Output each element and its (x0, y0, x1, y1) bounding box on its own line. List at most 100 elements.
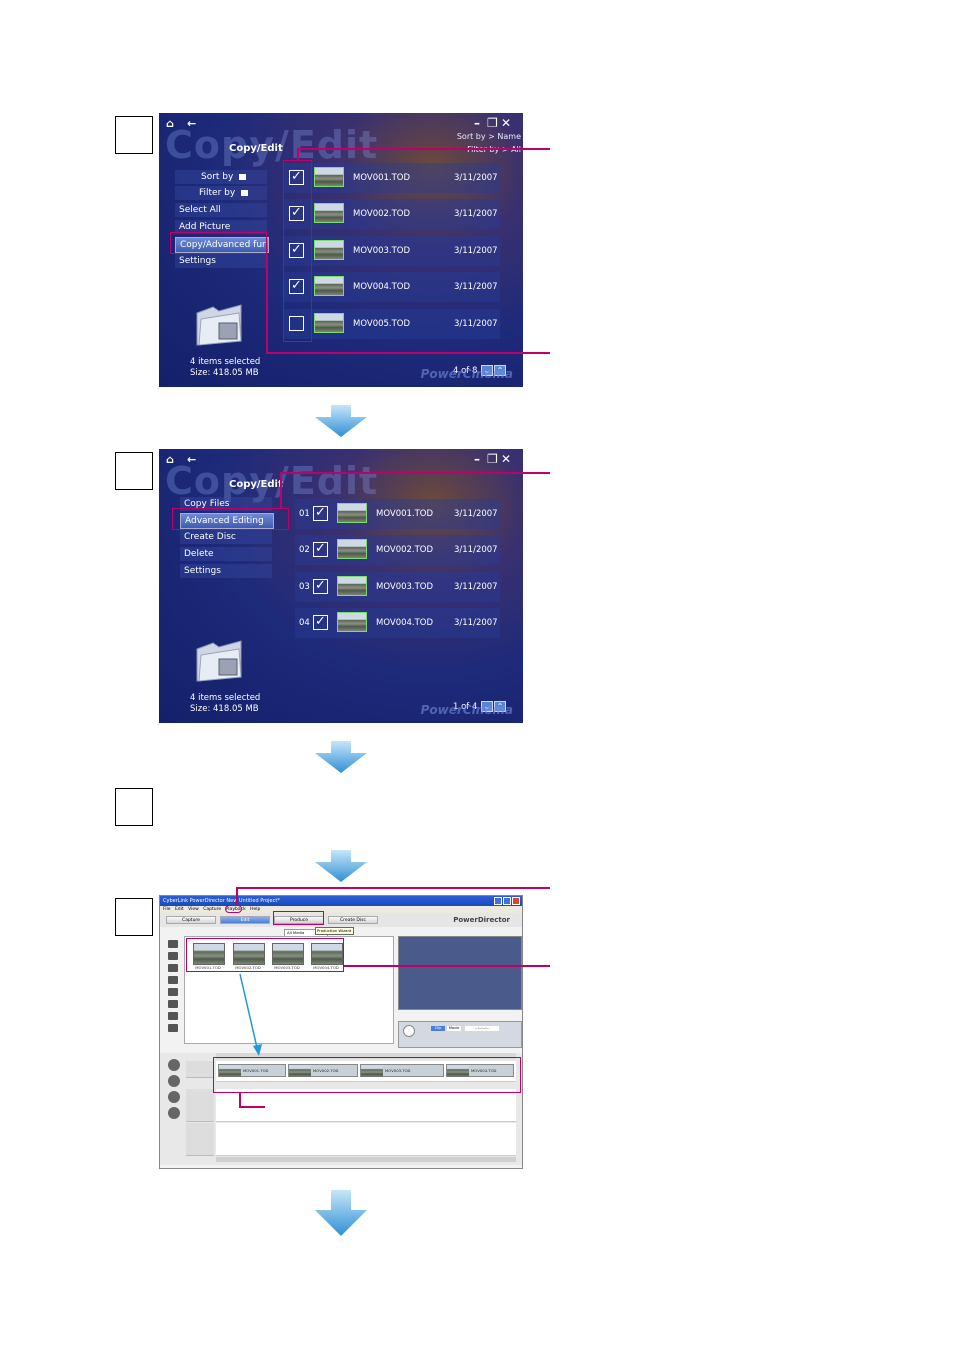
file-date: 3/11/2007 (454, 545, 498, 555)
video-track[interactable]: MOV001.TOD MOV002.TOD MOV003.TOD MOV004.… (216, 1061, 516, 1082)
back-icon[interactable]: ← (187, 117, 197, 130)
media-clip[interactable] (233, 943, 265, 965)
clip-tab[interactable]: Clip (431, 1026, 445, 1031)
file-date: 3/11/2007 (454, 509, 498, 519)
checkbox-unchecked[interactable] (289, 316, 304, 331)
checkbox-checked[interactable]: ✓ (289, 279, 304, 294)
menu-playback[interactable]: Playback (225, 907, 246, 912)
checkbox-checked[interactable]: ✓ (313, 542, 328, 557)
checkbox-checked[interactable]: ✓ (289, 206, 304, 221)
file-date: 3/11/2007 (454, 319, 498, 329)
title-track-header[interactable] (186, 1123, 214, 1140)
fix-enhance-icon[interactable] (168, 1059, 180, 1071)
media-clip[interactable] (272, 943, 304, 965)
menu-item-add-picture[interactable]: Add Picture (175, 220, 267, 234)
menu-view[interactable]: View (188, 907, 199, 912)
timeline-clip[interactable]: MOV003.TOD (360, 1064, 444, 1077)
timeline-clip[interactable]: MOV002.TOD (288, 1064, 358, 1077)
home-icon[interactable]: ⌂ (166, 453, 174, 466)
callout-line (280, 472, 282, 508)
pip-room-icon[interactable] (168, 964, 178, 972)
effect-room-icon[interactable] (168, 952, 178, 960)
menu-item-copy-files[interactable]: Copy Files (180, 497, 272, 511)
back-icon[interactable]: ← (187, 453, 197, 466)
page-down-button[interactable]: ⌄ (481, 701, 493, 712)
clip-label: MOV004.TOD (313, 965, 339, 970)
title-room-icon[interactable] (168, 976, 178, 984)
menu-bar: File Edit View Capture Playback Help (160, 906, 522, 913)
checkbox-checked[interactable]: ✓ (289, 243, 304, 258)
menu-item-create-disc[interactable]: Create Disc (180, 530, 272, 544)
close-icon[interactable]: ✕ (501, 116, 512, 130)
page-down-button[interactable]: ⌄ (481, 365, 493, 376)
selection-status: 4 items selected Size: 418.05 MB (190, 357, 261, 378)
voice-track[interactable] (216, 1139, 516, 1156)
transition-room-icon[interactable] (168, 988, 178, 996)
menu-item-settings[interactable]: Settings (175, 254, 267, 268)
minimize-icon[interactable]: – (474, 452, 480, 466)
callout-line (239, 1106, 265, 1108)
callout-line (280, 472, 550, 474)
menu-item-select-all[interactable]: Select All (175, 203, 267, 217)
effect-track-header[interactable] (186, 1089, 214, 1106)
media-clip[interactable] (193, 943, 225, 965)
magic-icon[interactable] (168, 1075, 180, 1087)
close-icon[interactable] (512, 897, 520, 905)
minimize-icon[interactable] (494, 897, 502, 905)
capture-button[interactable]: Capture (166, 916, 216, 924)
speed-icon[interactable] (168, 1107, 180, 1119)
video-thumbnail (337, 503, 367, 523)
video-thumbnail (337, 576, 367, 596)
menu-capture[interactable]: Capture (203, 907, 222, 912)
voice-track-header[interactable] (186, 1139, 214, 1156)
checkbox-checked[interactable]: ✓ (313, 615, 328, 630)
menu-item-advanced-editing[interactable]: Advanced Editing (180, 513, 274, 529)
menu-item-sort-by[interactable]: Sort by (175, 170, 267, 184)
voiceover-room-icon[interactable] (168, 1012, 178, 1020)
splice-icon[interactable] (168, 1091, 180, 1103)
movie-tab[interactable]: Movie (447, 1026, 461, 1031)
pip-track[interactable] (216, 1105, 516, 1122)
file-row[interactable] (295, 572, 500, 602)
page-up-button[interactable]: ⌃ (494, 365, 506, 376)
file-name: MOV001.TOD (376, 509, 434, 519)
menu-edit[interactable]: Edit (174, 907, 184, 912)
audio-room-icon[interactable] (168, 1000, 178, 1008)
page-up-button[interactable]: ⌃ (494, 701, 506, 712)
callout-line (266, 352, 550, 354)
callout-line (239, 1093, 241, 1107)
close-icon[interactable]: ✕ (501, 452, 512, 466)
timeline-scrollbar[interactable] (216, 1157, 516, 1162)
menu-help[interactable]: Help (250, 907, 261, 912)
timeline-clip[interactable]: MOV001.TOD (218, 1064, 286, 1077)
video-track-header[interactable] (186, 1061, 214, 1078)
media-room-icon[interactable] (168, 940, 178, 948)
restore-icon[interactable]: ❐ (487, 452, 498, 466)
file-row[interactable] (295, 535, 500, 565)
menu-item-copy-advanced[interactable]: Copy/Advanced fur (175, 237, 269, 253)
checkbox-checked[interactable]: ✓ (289, 170, 304, 185)
menu-item-filter-by[interactable]: Filter by (175, 186, 267, 200)
checkbox-checked[interactable]: ✓ (313, 579, 328, 594)
menu-file[interactable]: File (163, 907, 171, 912)
chapter-room-icon[interactable] (168, 1024, 178, 1032)
create-disc-button[interactable]: Create Disc (328, 916, 378, 924)
title-track[interactable] (216, 1123, 516, 1140)
pip-track-header[interactable] (186, 1105, 214, 1122)
checkbox-checked[interactable]: ✓ (313, 506, 328, 521)
restore-icon[interactable]: ❐ (487, 116, 498, 130)
home-icon[interactable]: ⌂ (166, 117, 174, 130)
step-box-3 (115, 788, 153, 826)
file-row[interactable] (295, 499, 500, 529)
file-row[interactable] (295, 608, 500, 638)
edit-button[interactable]: Edit (220, 916, 270, 924)
maximize-icon[interactable] (503, 897, 511, 905)
dropdown-icon (239, 173, 247, 180)
media-clip[interactable] (311, 943, 343, 965)
play-button[interactable] (403, 1025, 415, 1037)
powercinema-screen-2: Copy/Edit ⌂ ← – ❐ ✕ Copy/Edit Copy Files… (159, 449, 523, 723)
menu-item-delete[interactable]: Delete (180, 547, 272, 561)
minimize-icon[interactable]: – (474, 116, 480, 130)
timeline-clip[interactable]: MOV004.TOD (446, 1064, 514, 1077)
menu-item-settings[interactable]: Settings (180, 564, 272, 578)
